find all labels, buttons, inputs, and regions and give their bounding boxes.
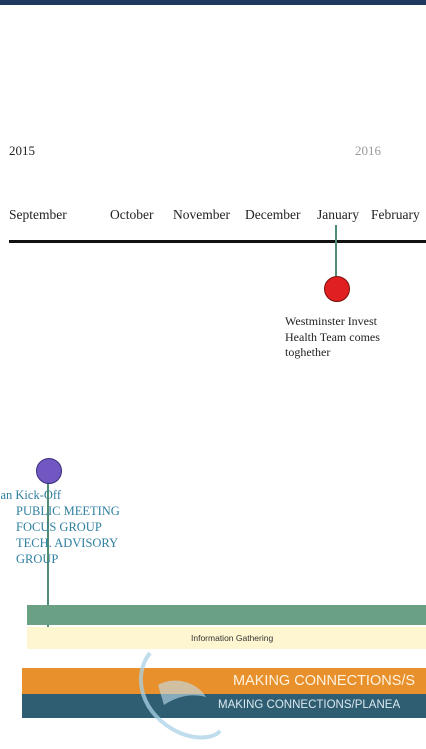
logo-swoosh-icon bbox=[138, 651, 222, 740]
event-connector bbox=[335, 225, 337, 277]
phase-band-making-connections: MAKING CONNECTIONS/S bbox=[22, 668, 426, 694]
month-october: October bbox=[110, 207, 154, 222]
phase-label: MAKING CONNECTIONS/PLANEA bbox=[218, 699, 401, 711]
event-marker-westminster bbox=[324, 276, 350, 302]
event-note-westminster: Westminster Invest Health Team comes tog… bbox=[285, 314, 380, 361]
year-2015: 2015 bbox=[9, 143, 35, 158]
year-2016: 2016 bbox=[355, 143, 381, 158]
phase-label: Information Gathering bbox=[191, 633, 274, 643]
kickoff-connector bbox=[47, 470, 49, 628]
month-december: December bbox=[245, 207, 301, 222]
month-september: September bbox=[9, 207, 67, 222]
month-february: February bbox=[371, 207, 420, 222]
kickoff-title: lan Kick-Off bbox=[0, 488, 61, 502]
timeline-axis bbox=[9, 240, 426, 243]
phase-band-making-connections-planea: MAKING CONNECTIONS/PLANEA bbox=[22, 694, 426, 718]
phase-label: MAKING CONNECTIONS/S bbox=[233, 673, 416, 689]
kickoff-item: TECH. ADVISORY bbox=[16, 536, 119, 550]
kickoff-item: PUBLIC MEETING bbox=[16, 504, 120, 518]
event-note-line: toghether bbox=[285, 345, 331, 359]
event-marker-kickoff bbox=[36, 458, 62, 484]
kickoff-item: FOCUS GROUP bbox=[16, 520, 102, 534]
kickoff-item: GROUP bbox=[16, 552, 59, 566]
event-note-line: Health Team comes bbox=[285, 329, 380, 344]
month-january: January bbox=[317, 207, 359, 222]
month-november: November bbox=[173, 207, 230, 222]
event-note-line: Westminster Invest bbox=[285, 314, 378, 328]
top-bar bbox=[0, 0, 426, 5]
phase-band-information-gathering: Information Gathering bbox=[27, 627, 426, 649]
phase-band-green bbox=[27, 605, 426, 625]
